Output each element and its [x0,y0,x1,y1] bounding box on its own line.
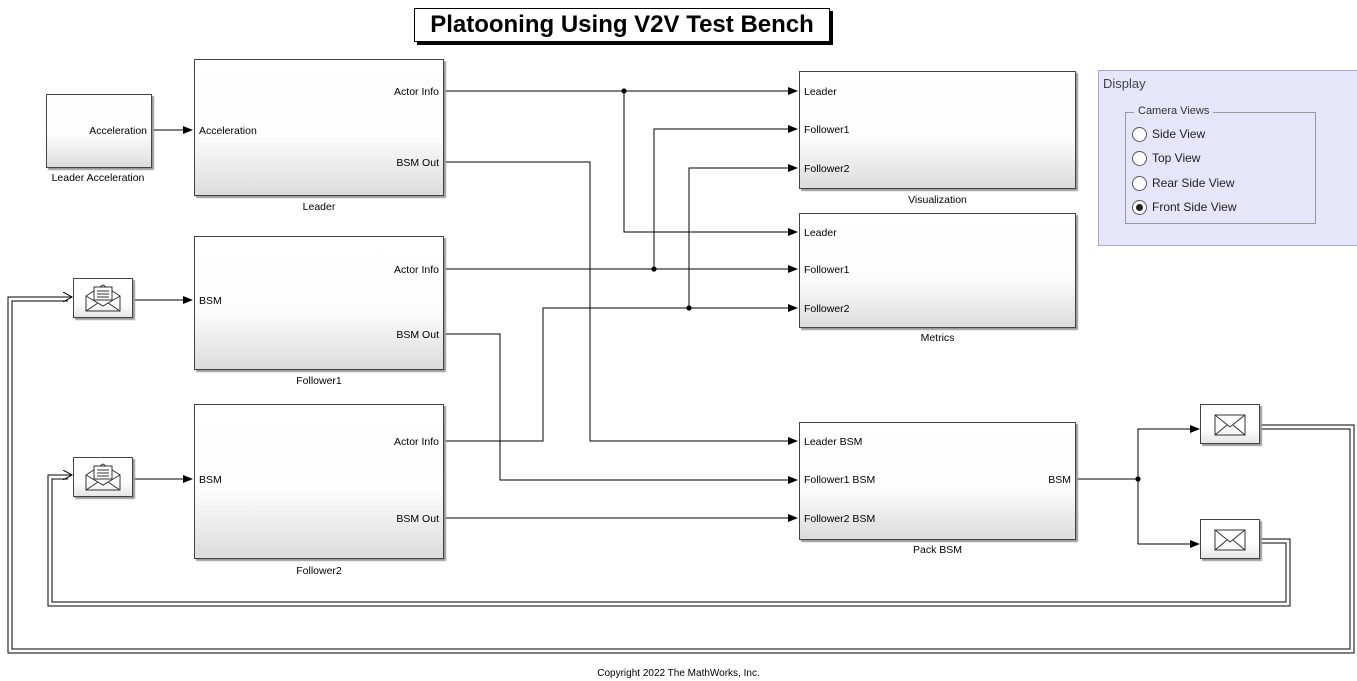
metrics-label: Metrics [920,332,955,344]
visualization-label: Visualization [908,194,967,206]
port-bsm-out: BSM Out [396,513,439,525]
line-send1[interactable] [1137,425,1200,479]
envelope-receive-icon [85,284,121,312]
follower2-label: Follower2 [296,565,342,577]
send-block-2[interactable] [1200,519,1260,559]
line-f1-actor-branch[interactable] [653,125,798,269]
camera-views-group: Camera Views Side View Top View Rear Sid… [1125,105,1316,224]
radio-circle-icon [1132,127,1147,143]
leader-label: Leader [302,201,336,213]
port-leader: Leader [804,86,837,98]
radio-top-view[interactable]: Top View [1132,150,1201,167]
port-follower1-bsm: Follower1 BSM [804,474,876,486]
leader-acceleration-block[interactable]: Acceleration [46,94,152,168]
port-bsm-in: BSM [199,474,222,486]
pack-bsm-label: Pack BSM [912,544,962,556]
port-follower1: Follower1 [804,124,850,136]
page-title: Platooning Using V2V Test Bench [414,8,830,42]
port-actor-info: Actor Info [394,264,439,276]
visualization-block[interactable]: Leader Follower1 Follower2 [799,71,1076,189]
port-actor-info: Actor Info [394,436,439,448]
line-send2[interactable] [1137,479,1200,548]
radio-side-view[interactable]: Side View [1132,126,1206,143]
line-leader-bsm[interactable] [443,161,798,445]
radio-rear-side-view[interactable]: Rear Side View [1132,175,1235,192]
pack-bsm-block[interactable]: Leader BSM Follower1 BSM Follower2 BSM B… [799,422,1076,540]
line-leader-actor-branch[interactable] [623,91,798,236]
port-bsm-out: BSM Out [396,329,439,341]
line-f2-actor-branch[interactable] [688,164,798,308]
port-leader-bsm: Leader BSM [804,436,863,448]
port-follower1: Follower1 [804,264,850,276]
radio-front-side-view[interactable]: Front Side View [1132,199,1237,216]
display-panel: Display Camera Views Side View Top View … [1098,70,1357,246]
radio-circle-icon [1132,151,1147,167]
envelope-receive-icon [85,463,121,491]
port-follower2-bsm: Follower2 BSM [804,513,876,525]
line-f2-actor[interactable] [443,304,798,442]
copyright-text: Copyright 2022 The MathWorks, Inc. [597,668,760,679]
camera-views-legend: Camera Views [1134,105,1214,117]
radio-label: Side View [1152,127,1206,141]
follower1-block[interactable]: BSM Actor Info BSM Out [194,236,444,370]
port-follower2: Follower2 [804,163,850,175]
follower1-label: Follower1 [296,375,342,387]
port-acceleration-out: Acceleration [89,125,147,137]
radio-selected-icon [1132,200,1147,216]
metrics-block[interactable]: Leader Follower1 Follower2 [799,213,1076,328]
send-block-1[interactable] [1200,404,1260,444]
port-follower2: Follower2 [804,303,850,315]
port-bsm-out: BSM Out [396,157,439,169]
line-f1-bsm[interactable] [443,333,798,484]
display-title: Display [1103,76,1146,91]
message-line-outer-2[interactable] [47,475,1291,607]
port-acceleration-in: Acceleration [199,125,257,137]
envelope-send-icon [1214,414,1246,436]
radio-label: Top View [1152,151,1201,165]
port-bsm-out: BSM [1048,474,1071,486]
radio-label: Rear Side View [1152,176,1235,190]
port-bsm-in: BSM [199,295,222,307]
leader-acceleration-label: Leader Acceleration [51,172,145,184]
port-actor-info: Actor Info [394,86,439,98]
receive-block-1[interactable] [73,278,133,318]
leader-block[interactable]: Acceleration Actor Info BSM Out [194,59,444,196]
envelope-send-icon [1214,529,1246,551]
radio-circle-icon [1132,176,1147,192]
radio-label: Front Side View [1152,200,1237,214]
receive-block-2[interactable] [73,457,133,497]
port-leader: Leader [804,227,837,239]
message-line-outer-1[interactable] [7,297,1355,654]
follower2-block[interactable]: BSM Actor Info BSM Out [194,404,444,559]
